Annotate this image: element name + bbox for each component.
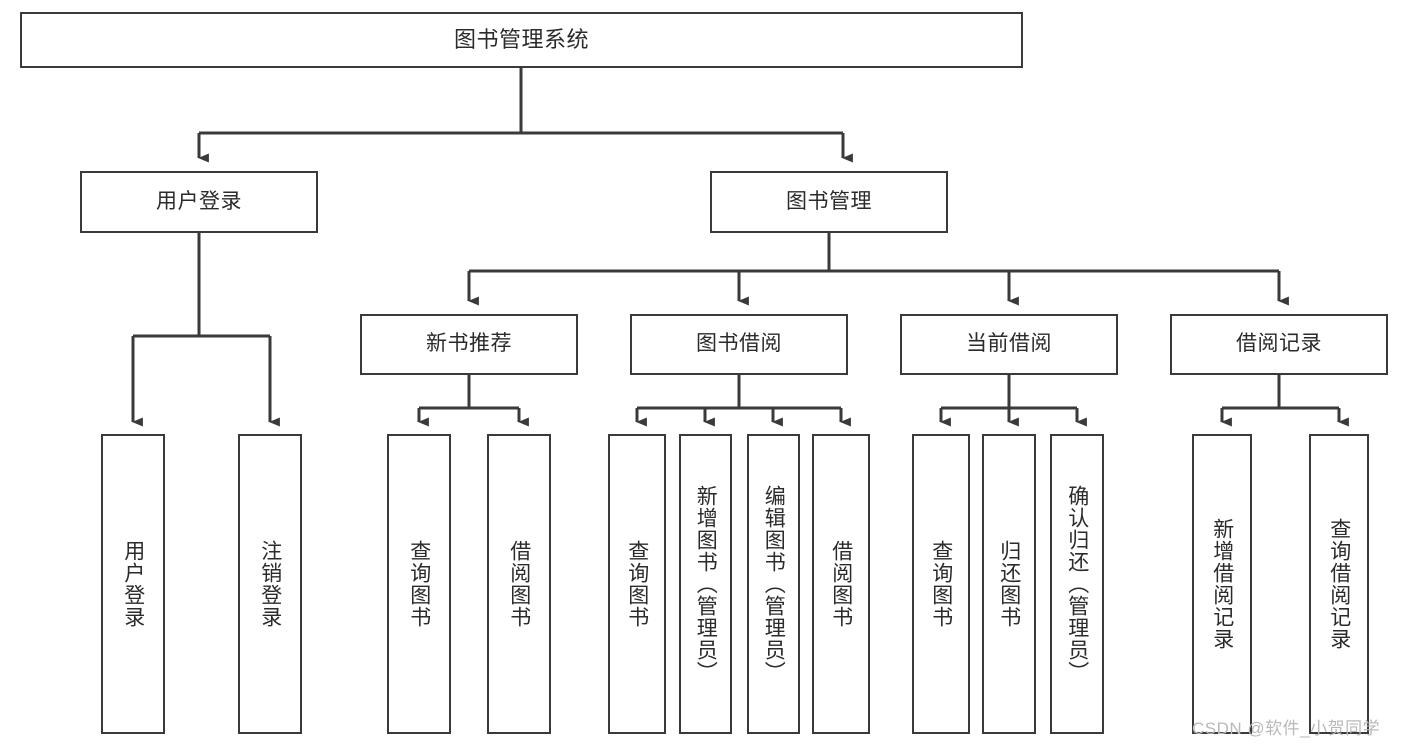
leaf-current-query-book[interactable]: 查询图书 — [912, 434, 970, 734]
leaf-borrow-edit-book-admin[interactable]: 编辑图书（管理员） — [747, 434, 800, 734]
leaf-user-login-signin[interactable]: 用户登录 — [101, 434, 165, 734]
node-book-management[interactable]: 图书管理 — [710, 171, 948, 233]
node-label: 查询图书 — [929, 540, 953, 628]
node-label: 注销登录 — [258, 540, 282, 628]
node-label: 查询图书 — [625, 540, 649, 628]
leaf-user-login-signout[interactable]: 注销登录 — [238, 434, 302, 734]
node-label: 借阅图书 — [829, 540, 853, 628]
node-label: 图书管理 — [786, 189, 872, 213]
leaf-current-confirm-return-admin[interactable]: 确认归还（管理员） — [1050, 434, 1104, 734]
node-label: 编辑图书（管理员） — [762, 485, 786, 683]
node-root-system[interactable]: 图书管理系统 — [20, 12, 1023, 68]
node-label: 用户登录 — [121, 540, 145, 628]
leaf-recommend-query-book[interactable]: 查询图书 — [387, 434, 451, 734]
node-label: 借阅记录 — [1236, 332, 1322, 356]
node-label: 新增图书（管理员） — [694, 485, 718, 683]
leaf-borrow-borrow-book[interactable]: 借阅图书 — [812, 434, 870, 734]
node-label: 当前借阅 — [966, 332, 1052, 356]
node-label: 新书推荐 — [426, 332, 512, 356]
node-label: 查询借阅记录 — [1327, 518, 1351, 650]
node-label: 查询图书 — [407, 540, 431, 628]
node-user-login[interactable]: 用户登录 — [80, 171, 318, 233]
node-label: 借阅图书 — [507, 540, 531, 628]
node-borrow-record[interactable]: 借阅记录 — [1170, 314, 1388, 375]
leaf-borrow-add-book-admin[interactable]: 新增图书（管理员） — [679, 434, 732, 734]
node-label: 图书借阅 — [696, 332, 782, 356]
node-label: 新增借阅记录 — [1210, 518, 1234, 650]
leaf-borrow-query-book[interactable]: 查询图书 — [608, 434, 666, 734]
node-label: 确认归还（管理员） — [1065, 485, 1089, 683]
node-new-book-recommend[interactable]: 新书推荐 — [360, 314, 578, 375]
node-label: 归还图书 — [997, 540, 1021, 628]
leaf-record-add-record[interactable]: 新增借阅记录 — [1192, 434, 1252, 734]
leaf-recommend-borrow-book[interactable]: 借阅图书 — [487, 434, 551, 734]
node-current-borrow[interactable]: 当前借阅 — [900, 314, 1118, 375]
node-label: 用户登录 — [156, 189, 242, 213]
node-book-borrow[interactable]: 图书借阅 — [630, 314, 848, 375]
leaf-record-query-record[interactable]: 查询借阅记录 — [1309, 434, 1369, 734]
node-label: 图书管理系统 — [453, 27, 589, 53]
leaf-current-return-book[interactable]: 归还图书 — [982, 434, 1036, 734]
